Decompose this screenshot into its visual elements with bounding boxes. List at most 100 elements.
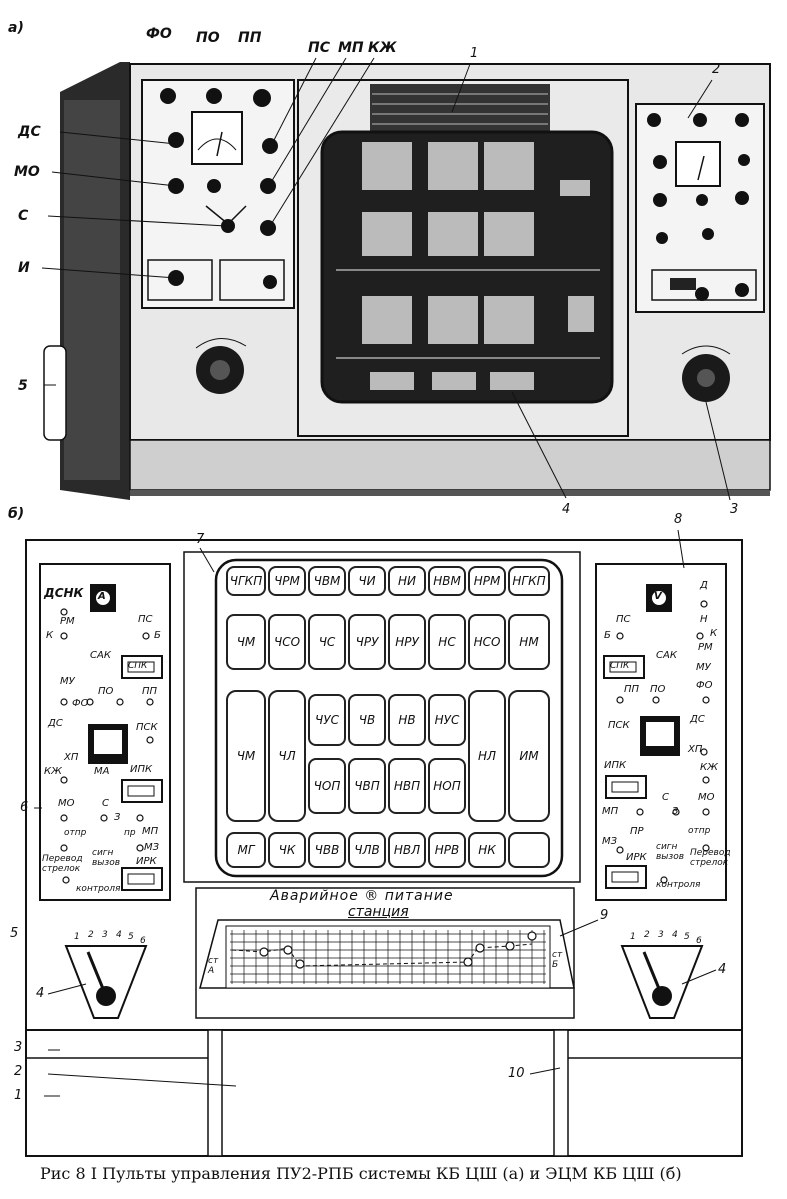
po-label: ПО	[98, 686, 114, 697]
grid-button[interactable]: ЧВМ	[308, 566, 346, 596]
grid-button[interactable]: НСО	[468, 614, 506, 670]
grid-button[interactable]: НК	[468, 832, 506, 868]
gauge-tick: 1	[630, 932, 636, 942]
gauge-tick: 4	[116, 930, 122, 940]
grid-button[interactable]: ЧИ	[348, 566, 386, 596]
fo-label-r: ФО	[696, 680, 713, 691]
gauge-tick: 4	[672, 930, 678, 940]
grid-button[interactable]: ЧУС	[308, 694, 346, 746]
gauge-tick: 3	[658, 930, 664, 940]
figure-caption: Рис 8 I Пульты управления ПУ2-РПБ систем…	[40, 1164, 682, 1183]
grid-button[interactable]: ЧВ	[348, 694, 386, 746]
grid-button[interactable]: НВЛ	[388, 832, 426, 868]
grid-tall-button[interactable]: ЧЛ	[268, 690, 306, 822]
num-2b: 2	[14, 1064, 23, 1079]
grid-tall-button[interactable]: НЛ	[468, 690, 506, 822]
ammeter-label: A	[98, 591, 106, 602]
label-i: И	[18, 260, 30, 276]
num-4-left: 4	[36, 986, 45, 1001]
num-7: 7	[196, 532, 205, 547]
k-label: К	[46, 630, 54, 641]
grid-button[interactable]: ЧЛВ	[348, 832, 386, 868]
grid-button[interactable]	[508, 832, 550, 868]
grid-button[interactable]: ЧРУ	[348, 614, 386, 670]
num-9: 9	[600, 908, 609, 923]
grid-button[interactable]: ЧС	[308, 614, 346, 670]
grid-button[interactable]: НВП	[388, 758, 426, 814]
grid-button[interactable]: НВ	[388, 694, 426, 746]
station-a-label: ст А	[208, 956, 219, 976]
z-label: З	[114, 812, 121, 823]
grid-tall-button[interactable]: ИМ	[508, 690, 550, 822]
grid-button[interactable]: МГ	[226, 832, 266, 868]
grid-button[interactable]: ЧВВ	[308, 832, 346, 868]
spk-label-r: СПК	[610, 661, 630, 671]
irk-label: ИРК	[136, 856, 157, 867]
grid-button[interactable]: НВМ	[428, 566, 466, 596]
sign-label-r: сигн вызов	[656, 842, 685, 862]
pp-label: ПП	[142, 686, 158, 697]
num-8: 8	[674, 512, 683, 527]
ds-label: ДС	[48, 718, 63, 729]
num-3b: 3	[14, 1040, 23, 1055]
grid-button[interactable]: НРУ	[388, 614, 426, 670]
gauge-tick: 5	[128, 932, 134, 942]
grid-button[interactable]: ЧОП	[308, 758, 346, 814]
ma-label: МА	[94, 766, 110, 777]
part-b-letter: б)	[8, 506, 25, 522]
k-label-r: К	[710, 628, 718, 639]
gauge-tick: 2	[88, 930, 94, 940]
kzh-label: КЖ	[44, 766, 62, 777]
voltmeter-label: V	[654, 591, 662, 602]
grid-button[interactable]: ЧСО	[268, 614, 306, 670]
grid-button[interactable]: НГКП	[508, 566, 550, 596]
emergency-label: Аварийное ® питание	[270, 888, 454, 904]
station-label: станция	[348, 904, 409, 920]
grid-button[interactable]: ЧГКП	[226, 566, 266, 596]
z-label-r: З	[672, 806, 679, 817]
b-label: Б	[154, 630, 161, 641]
sak-label: САК	[90, 650, 111, 661]
num-10: 10	[508, 1066, 525, 1081]
rm-label: РМ	[60, 616, 75, 627]
psk-label: ПСК	[136, 722, 158, 733]
label-mo: МО	[14, 164, 40, 180]
station-b-label: ст Б	[552, 950, 563, 970]
mu-label-r: МУ	[696, 662, 711, 673]
hp-label: ХП	[64, 752, 79, 763]
grid-button[interactable]: НМ	[508, 614, 550, 670]
grid-button[interactable]: НУС	[428, 694, 466, 746]
otpr-label: отпр	[64, 828, 87, 838]
num-4a: 4	[562, 502, 571, 517]
label-fo: ФО	[146, 26, 172, 42]
n-label: Н	[700, 614, 708, 625]
ds-label-r: ДС	[690, 714, 705, 725]
b-label-r: Б	[604, 630, 611, 641]
mz-label-r: МЗ	[602, 836, 618, 847]
grid-button[interactable]: НРМ	[468, 566, 506, 596]
mp-label-r: МП	[602, 806, 619, 817]
ipk-label-r: ИПК	[604, 760, 627, 771]
grid-button[interactable]: ЧМ	[226, 614, 266, 670]
grid-button[interactable]: НРВ	[428, 832, 466, 868]
pr-label: пр	[124, 828, 136, 838]
fo-label: ФО	[72, 698, 89, 709]
part-a-letter: а)	[8, 20, 24, 36]
grid-button[interactable]: НОП	[428, 758, 466, 814]
grid-button[interactable]: НИ	[388, 566, 426, 596]
grid-button[interactable]: ЧВП	[348, 758, 386, 814]
gauge-tick: 1	[74, 932, 80, 942]
grid-button[interactable]: НС	[428, 614, 466, 670]
grid-button[interactable]: ЧК	[268, 832, 306, 868]
label-5a: 5	[18, 378, 28, 394]
mo-label: МО	[58, 798, 75, 809]
grid-button[interactable]: ЧРМ	[268, 566, 306, 596]
kontr-label: контроля	[76, 884, 121, 894]
rm-label-r: РМ	[698, 642, 713, 653]
spk-label: СПК	[128, 661, 148, 671]
dsnk-label: ДСНК	[44, 586, 84, 600]
grid-tall-button[interactable]: ЧМ	[226, 690, 266, 822]
ipk-label: ИПК	[130, 764, 153, 775]
kontr-label-r: контроля	[656, 880, 701, 890]
num-1a: 1	[470, 46, 479, 61]
